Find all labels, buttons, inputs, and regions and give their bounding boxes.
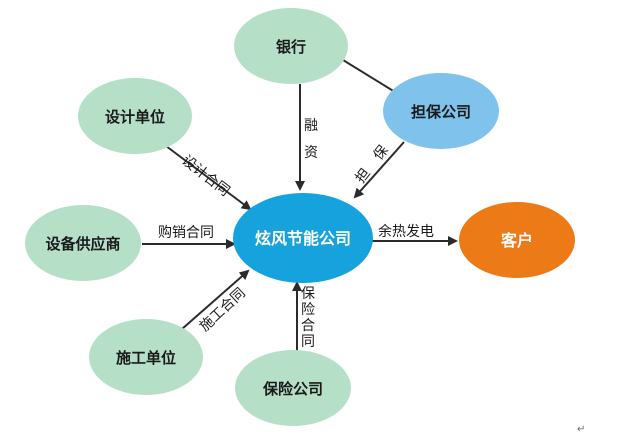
node-construction[interactable]: 施工单位 — [89, 319, 203, 395]
edge-construction-center — [181, 269, 250, 330]
edge-label-insurance-4: 同 — [301, 334, 315, 350]
edge-label-finance-1: 融 — [304, 118, 318, 134]
node-guarantee-label: 担保公司 — [411, 103, 471, 121]
edge-guarantee-center — [353, 141, 405, 199]
edge-label-insurance-3: 合 — [301, 318, 315, 334]
edge-label-purchase-contract: 购销合同 — [158, 225, 214, 241]
node-center-label: 炫风节能公司 — [255, 229, 351, 248]
edge-label-guarantee-1: 担 — [353, 166, 374, 187]
edge-label-heat-power: 余热发电 — [378, 223, 434, 240]
edge-design-center — [165, 145, 252, 211]
node-customer[interactable]: 客户 — [459, 202, 575, 278]
node-design-label: 设计单位 — [105, 108, 165, 126]
node-guarantee[interactable]: 担保公司 — [383, 73, 499, 149]
node-bank[interactable]: 银行 — [234, 8, 348, 84]
edge-bank-guarantee — [342, 59, 396, 93]
node-equipment-label: 设备供应商 — [45, 235, 120, 253]
node-customer-label: 客户 — [501, 231, 533, 250]
edge-label-insurance-1: 保 — [301, 286, 315, 302]
node-insurance-label: 保险公司 — [262, 380, 323, 398]
edge-label-insurance-2: 险 — [301, 302, 315, 318]
edge-label-finance-2: 资 — [304, 145, 318, 161]
return-mark: ↵ — [577, 424, 586, 435]
node-bank-label: 银行 — [276, 38, 306, 56]
node-center[interactable]: 炫风节能公司 — [233, 193, 373, 283]
node-insurance[interactable]: 保险公司 — [235, 350, 351, 426]
node-construction-label: 施工单位 — [116, 349, 176, 367]
edge-label-design-contract: 设计合同 — [179, 153, 233, 200]
node-design[interactable]: 设计单位 — [78, 78, 192, 154]
node-equipment[interactable]: 设备供应商 — [25, 205, 141, 281]
